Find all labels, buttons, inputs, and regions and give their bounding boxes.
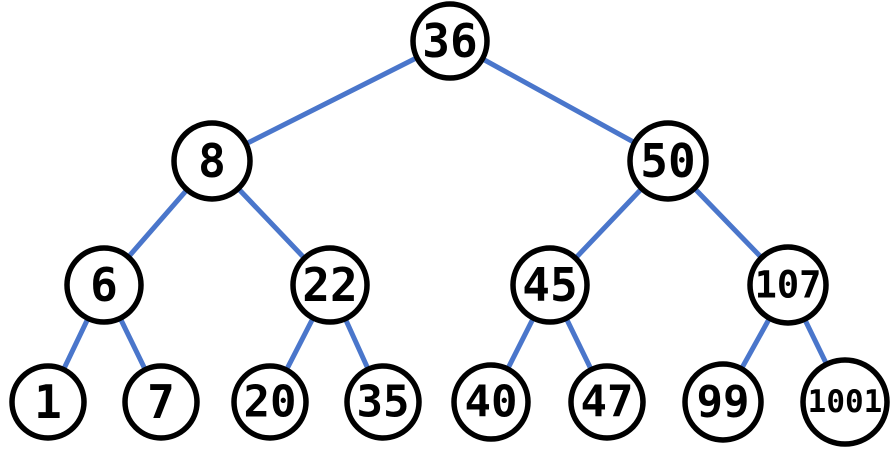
tree-node-circle-1 — [9, 363, 87, 441]
tree-node-label-8: 8 — [198, 134, 226, 188]
tree-node-7: 7 — [122, 363, 200, 441]
tree-node-1: 1 — [9, 363, 87, 441]
tree-node-circle-99 — [682, 361, 764, 443]
tree-node-label-1: 1 — [34, 375, 62, 429]
tree-node-label-47: 47 — [581, 377, 634, 428]
tree-node-label-6: 6 — [90, 258, 118, 312]
tree-node-36: 36 — [410, 1, 490, 81]
tree-node-99: 99 — [682, 361, 764, 443]
tree-node-circle-7 — [122, 363, 200, 441]
tree-node-label-36: 36 — [422, 14, 477, 68]
tree-node-circle-20 — [231, 363, 309, 441]
tree-node-label-40: 40 — [465, 377, 518, 428]
tree-node-label-45: 45 — [522, 258, 577, 312]
tree-node-8: 8 — [171, 120, 253, 202]
tree-node-107: 107 — [747, 244, 829, 326]
tree-node-45: 45 — [510, 245, 590, 325]
tree-node-label-99: 99 — [697, 377, 750, 428]
tree-node-6: 6 — [64, 245, 144, 325]
tree-node-1001: 1001 — [800, 357, 890, 447]
tree-node-circle-107 — [747, 244, 829, 326]
tree-node-label-50: 50 — [640, 134, 695, 188]
tree-node-label-7: 7 — [147, 375, 175, 429]
tree-node-40: 40 — [451, 362, 531, 442]
tree-node-label-35: 35 — [357, 377, 410, 428]
tree-node-35: 35 — [344, 363, 422, 441]
tree-node-20: 20 — [231, 363, 309, 441]
tree-edge-36-50 — [447, 38, 671, 164]
tree-node-label-107: 107 — [755, 264, 822, 307]
tree-node-22: 22 — [290, 245, 370, 325]
tree-node-circle-6 — [64, 245, 144, 325]
tree-node-circle-50 — [627, 120, 709, 202]
tree-node-label-22: 22 — [302, 258, 357, 312]
tree-node-50: 50 — [627, 120, 709, 202]
tree-edge-36-8 — [209, 38, 453, 164]
tree-node-47: 47 — [568, 363, 646, 441]
tree-node-circle-47 — [568, 363, 646, 441]
tree-node-circle-1001 — [800, 357, 890, 447]
tree-node-circle-36 — [410, 1, 490, 81]
tree-node-circle-22 — [290, 245, 370, 325]
tree-node-label-20: 20 — [244, 377, 297, 428]
tree-node-circle-8 — [171, 120, 253, 202]
tree-node-circle-40 — [451, 362, 531, 442]
tree-node-circle-45 — [510, 245, 590, 325]
tree-node-circle-35 — [344, 363, 422, 441]
tree-node-label-1001: 1001 — [808, 384, 883, 420]
